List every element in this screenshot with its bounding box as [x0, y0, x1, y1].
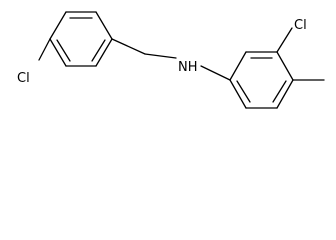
- molecule-drawing: Cl NH Cl: [17, 11, 325, 109]
- bond-r1: [229, 51, 247, 81]
- bond-l6: [49, 11, 67, 40]
- bond-n-ring: [200, 65, 231, 81]
- bond-ch2-ring: [111, 38, 146, 55]
- bond-l5: [49, 38, 67, 67]
- bond-l3: [95, 38, 113, 67]
- bond-ch2-n: [144, 53, 177, 59]
- atom-cl-right: Cl: [294, 18, 307, 33]
- bond-cl-right: [276, 27, 293, 53]
- left-ring: [49, 11, 113, 67]
- bond-cl-left: [38, 38, 51, 61]
- atom-cl-left: Cl: [17, 71, 30, 86]
- structure-canvas: Cl NH Cl: [17, 11, 325, 109]
- bond-l2: [95, 11, 113, 40]
- atom-nh: NH: [178, 60, 198, 75]
- bond-l-inner-2: [91, 39, 106, 62]
- right-ring: [229, 51, 294, 109]
- bond-r4: [276, 79, 294, 109]
- bond-r3: [276, 51, 294, 81]
- bond-r-inner-3: [236, 80, 251, 103]
- bond-r-inner-2: [272, 80, 287, 103]
- bond-r6: [229, 79, 247, 109]
- bond-l-inner-3: [56, 39, 71, 62]
